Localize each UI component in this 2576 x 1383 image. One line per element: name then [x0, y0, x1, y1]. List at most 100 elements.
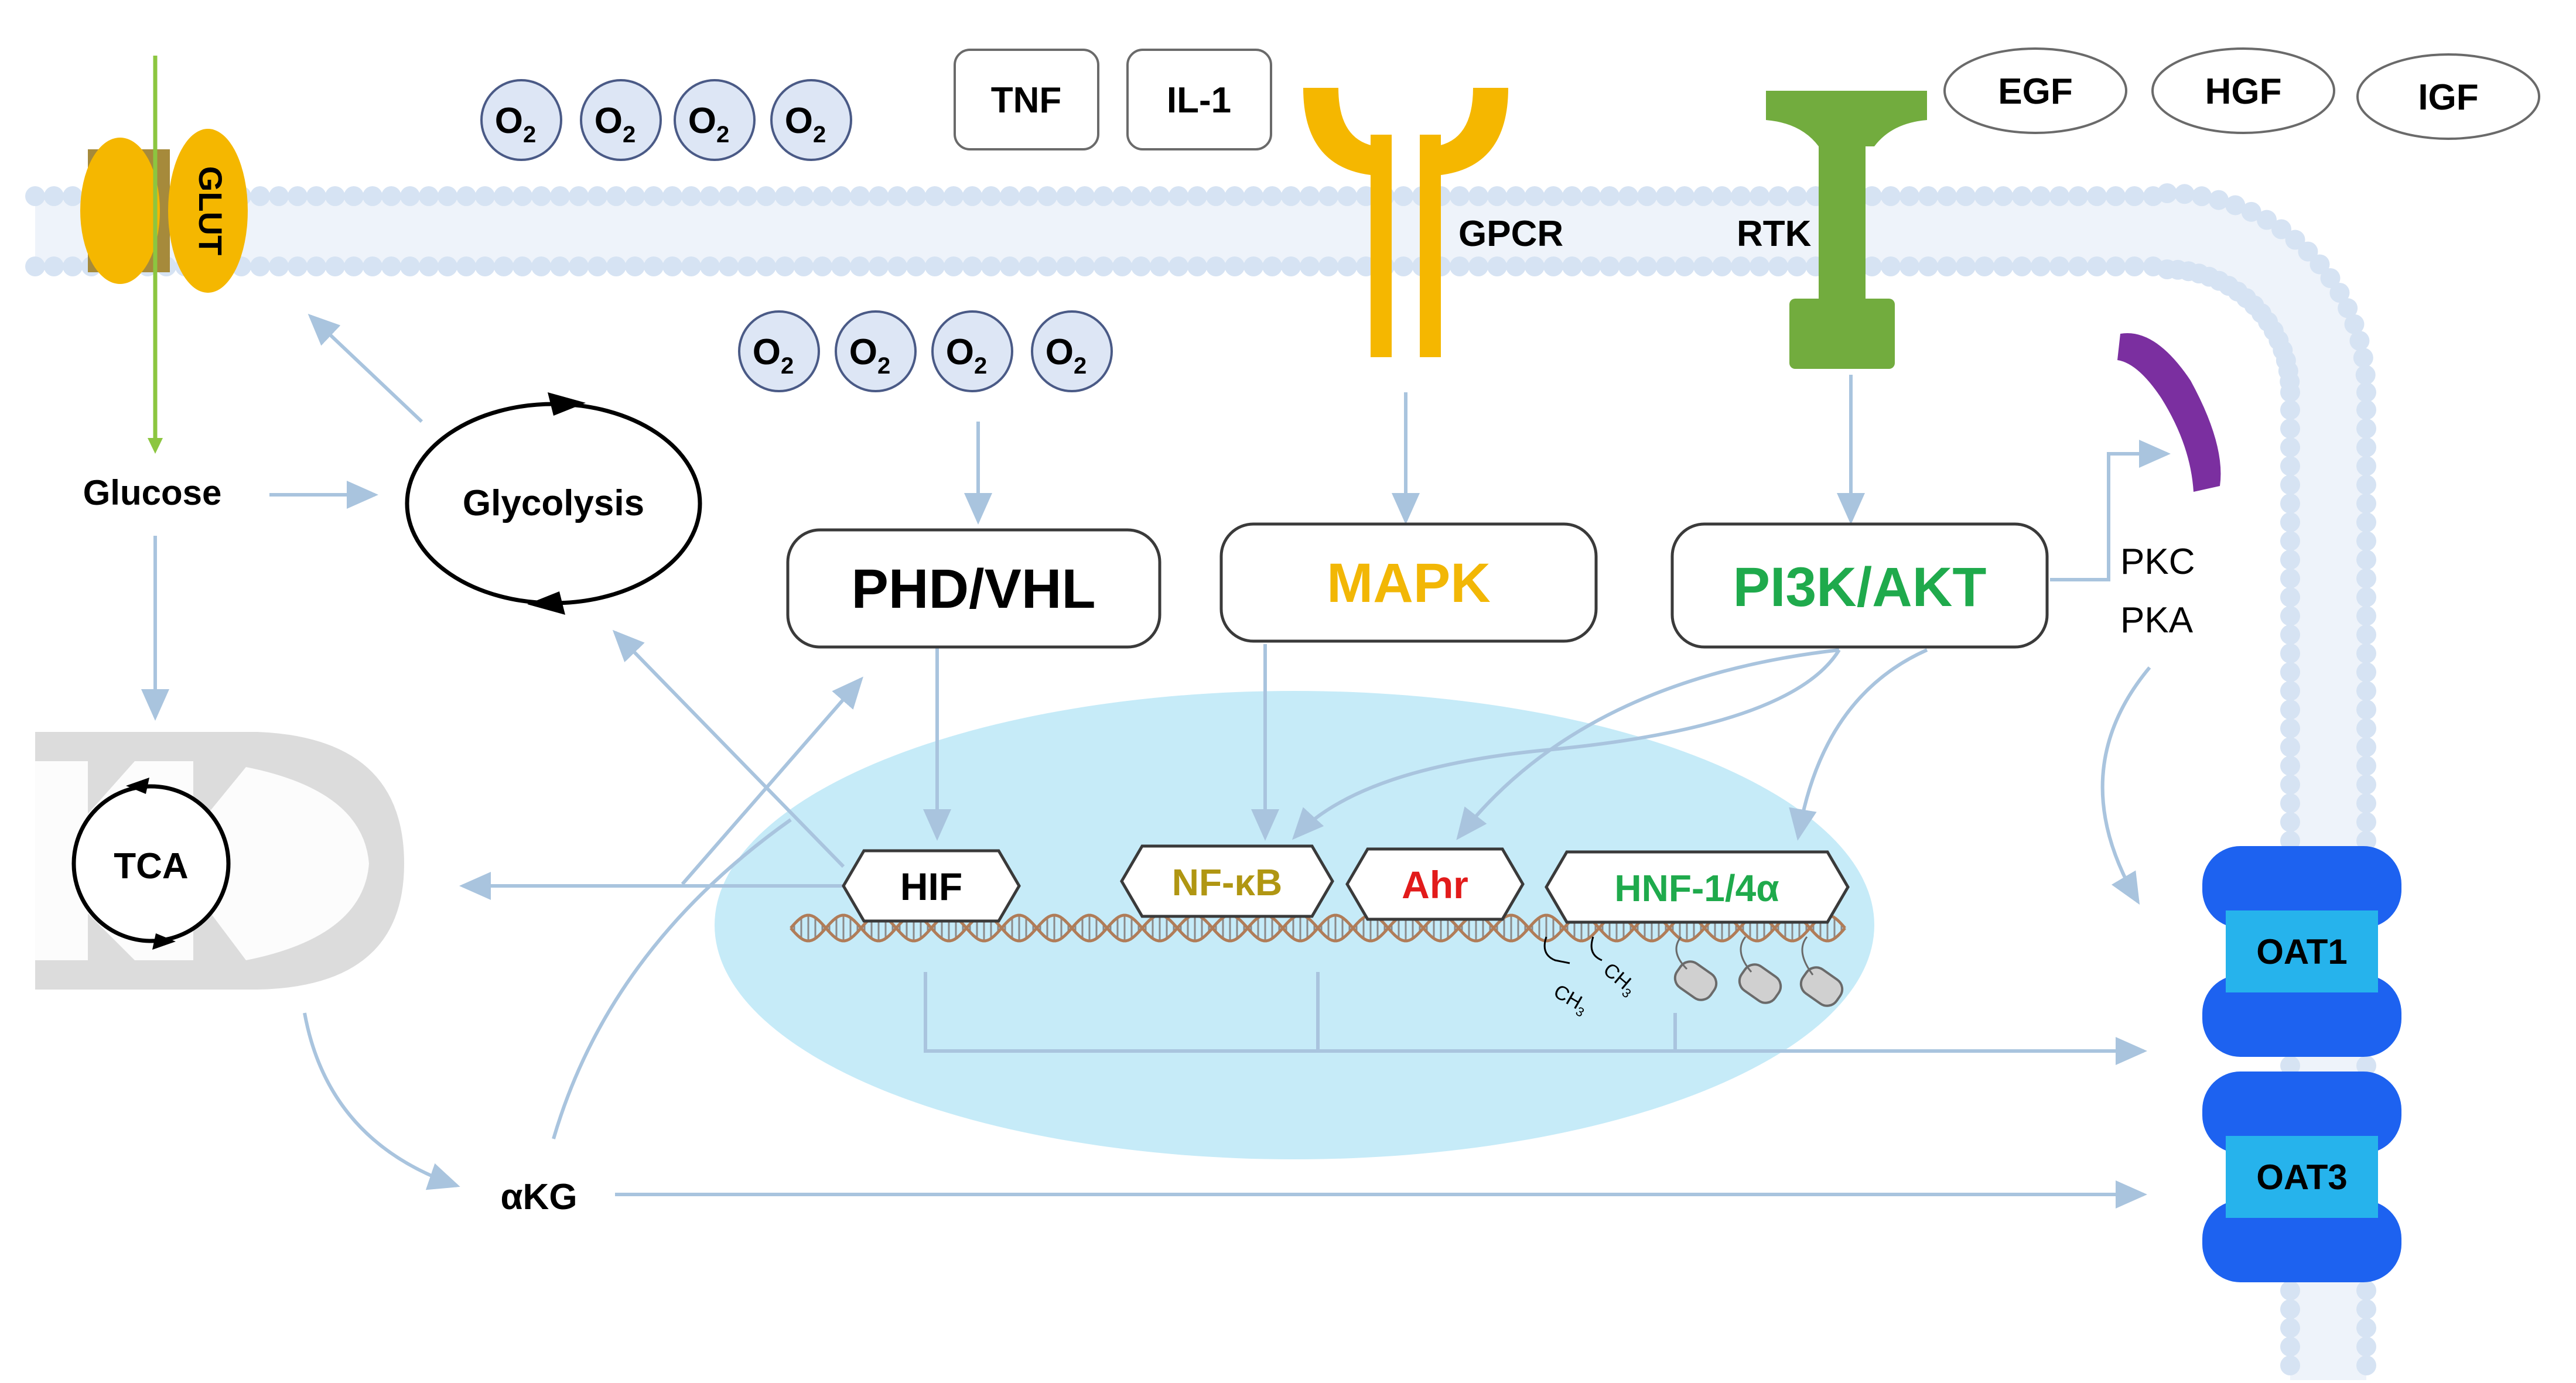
lipid-head-inner: [2106, 256, 2126, 276]
lipid-head-outer: [2329, 283, 2350, 303]
lipid-head-inner: [456, 256, 476, 276]
lipid-head-inner: [644, 256, 664, 276]
igf-label: IGF: [2418, 77, 2478, 118]
lipid-head-outer: [2356, 662, 2376, 682]
lipid-head-outer: [2356, 831, 2376, 851]
lipid-head-outer: [2124, 186, 2144, 206]
lipid-head-outer: [1506, 186, 1526, 206]
lipid-head-outer: [962, 186, 982, 206]
lipid-head-outer: [419, 186, 439, 206]
lipid-head-outer: [2349, 331, 2370, 351]
lipid-head-inner: [1881, 256, 1901, 276]
lipid-head-outer: [1787, 186, 1807, 206]
lipid-head-inner: [962, 256, 982, 276]
lipid-head-inner: [2280, 531, 2300, 551]
lipid-head-inner: [1150, 256, 1170, 276]
lipid-head-outer: [550, 186, 570, 206]
o2-circle: [1031, 310, 1113, 392]
il1-label: IL-1: [1167, 80, 1231, 121]
lipid-head-outer: [2356, 494, 2376, 514]
lipid-head-inner: [2049, 256, 2069, 276]
lipid-head-inner: [438, 256, 457, 276]
lipid-head-inner: [494, 256, 514, 276]
arrow-akg-curve: [552, 818, 792, 1139]
lipid-head-outer: [1731, 186, 1751, 206]
lipid-head-outer: [400, 186, 420, 206]
lipid-head-inner: [2012, 256, 2032, 276]
lipid-head-inner: [2280, 1299, 2300, 1319]
lipid-head-outer: [1750, 186, 1769, 206]
lipid-head-inner: [1675, 256, 1694, 276]
lipid-head-outer: [1206, 186, 1226, 206]
lipid-head-outer: [2344, 314, 2365, 334]
lipid-head-inner: [2280, 831, 2300, 851]
lipid-head-outer: [1693, 186, 1713, 206]
lipid-head-outer: [2356, 419, 2376, 439]
arrow-pi3k-pkc: [2050, 440, 2171, 581]
lipid-head-outer: [869, 186, 889, 206]
lipid-head-outer: [2174, 184, 2195, 204]
hgf-label: HGF: [2205, 71, 2282, 112]
lipid-head-inner: [2280, 625, 2300, 645]
lipid-head-inner: [1787, 256, 1807, 276]
lipid-head-outer: [1450, 186, 1470, 206]
lipid-head-outer: [737, 186, 757, 206]
o2-circle: [674, 79, 756, 161]
lipid-head-inner: [1262, 256, 1282, 276]
glycolysis-cycle: Glycolysis: [405, 392, 702, 615]
lipid-head-outer: [1543, 186, 1563, 206]
lipid-head-outer: [2356, 606, 2376, 626]
pka-label: PKA: [2120, 600, 2194, 641]
lipid-head-inner: [831, 256, 851, 276]
lipid-head-outer: [756, 186, 776, 206]
lipid-head-inner: [925, 256, 945, 276]
lipid-head-inner: [1225, 256, 1245, 276]
lipid-head-inner: [2280, 1056, 2300, 1076]
lipid-head-inner: [1075, 256, 1095, 276]
lipid-head-inner: [1956, 256, 1976, 276]
oat1-transporter: OAT1: [2202, 846, 2401, 1057]
lipid-head-inner: [1187, 256, 1207, 276]
lipid-head-inner: [1862, 256, 1882, 276]
arrow-glycolysis-membrane: [308, 313, 423, 423]
hif-label: HIF: [900, 865, 962, 908]
lipid-head-inner: [2280, 681, 2300, 701]
lipid-head-outer: [494, 186, 514, 206]
lipid-head-outer: [2356, 718, 2376, 738]
lipid-head-inner: [513, 256, 532, 276]
lipid-head-outer: [2356, 793, 2376, 813]
lipid-head-inner: [1506, 256, 1526, 276]
pathway-arrows: [141, 313, 2171, 1209]
lipid-head-inner: [869, 256, 889, 276]
lipid-head-outer: [831, 186, 851, 206]
lipid-head-outer: [1094, 186, 1113, 206]
lipid-head-inner: [944, 256, 964, 276]
lipid-head-inner: [606, 256, 626, 276]
o2-label: O2: [495, 101, 536, 148]
o2-label: O2: [785, 101, 826, 148]
glut-label: GLUT: [192, 166, 229, 255]
arrow-pi3k-hnf: [1789, 648, 1928, 841]
lipid-head-inner: [2280, 1337, 2300, 1357]
glycolysis-label: Glycolysis: [463, 483, 644, 523]
lipid-head-outer: [2271, 219, 2292, 239]
lipid-head-inner: [381, 256, 401, 276]
lipid-head-outer: [1712, 186, 1732, 206]
lipid-head-outer: [2285, 230, 2305, 250]
lipid-head-inner: [2280, 718, 2300, 738]
lipid-head-outer: [2356, 1056, 2376, 1076]
lipid-head-outer: [2157, 183, 2177, 203]
lipid-head-inner: [1937, 256, 1957, 276]
phd-vhl-box: PHD/VHL: [786, 528, 1161, 649]
lipid-head-inner: [2280, 512, 2300, 532]
nfkb-label: NF-κB: [1172, 861, 1283, 903]
lipid-head-inner: [1712, 256, 1732, 276]
lipid-head-outer: [2356, 1299, 2376, 1319]
lipid-head-outer: [2356, 400, 2376, 420]
lipid-head-inner: [1318, 256, 1338, 276]
lipid-head-inner: [1768, 256, 1788, 276]
lipid-head-outer: [2355, 365, 2376, 385]
arrow-mito-akg: [303, 1012, 460, 1190]
nucleus: [715, 691, 1874, 1159]
